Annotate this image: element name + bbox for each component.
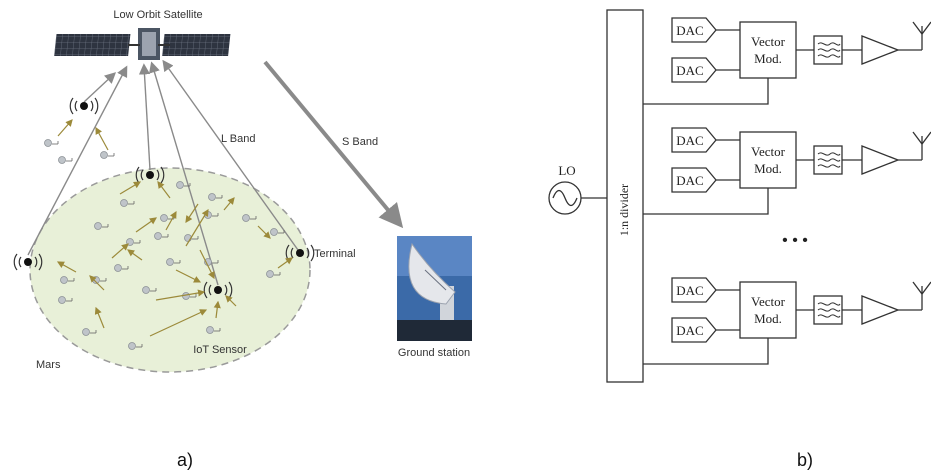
dac-block: DAC <box>672 128 716 152</box>
dac-block: DAC <box>672 318 716 342</box>
vector-mod-label: Mod. <box>754 161 782 176</box>
antenna-icon <box>913 22 931 50</box>
panel-a-caption: a) <box>177 450 193 470</box>
amplifier-icon <box>862 36 898 64</box>
terminal-icon <box>70 98 98 114</box>
vector-mod-label: Mod. <box>754 311 782 326</box>
dac-label: DAC <box>676 63 703 78</box>
iot-sensor-label: IoT Sensor <box>193 344 247 356</box>
panel-b: 1:n divider LO DACDACVectorMod.DACDACVec… <box>549 10 931 470</box>
s-band-label: S Band <box>342 136 378 148</box>
dac-label: DAC <box>676 283 703 298</box>
satellite-label: Low Orbit Satellite <box>113 9 202 21</box>
filter-icon <box>814 296 842 324</box>
filter-icon <box>814 146 842 174</box>
dac-label: DAC <box>676 323 703 338</box>
divider-label: 1:n divider <box>617 184 631 236</box>
dac-block: DAC <box>672 168 716 192</box>
iot-sensor-icon <box>59 157 73 164</box>
ground-station-image <box>397 236 472 341</box>
dac-label: DAC <box>676 173 703 188</box>
ellipsis-dots: • • • <box>782 232 808 249</box>
filter-icon <box>814 36 842 64</box>
iot-sensor-icon <box>45 140 59 147</box>
satellite-icon <box>54 28 230 60</box>
terminal-label: Terminal <box>314 248 356 260</box>
panel-a: Low Orbit Satellite S Band L Band <box>14 9 472 470</box>
l-band-label: L Band <box>221 133 255 145</box>
dac-block: DAC <box>672 58 716 82</box>
sensor-link-arrow <box>58 120 72 136</box>
lo-label: LO <box>558 163 575 178</box>
antenna-icon <box>913 132 931 160</box>
panel-b-caption: b) <box>797 450 813 470</box>
rf-chains: DACDACVectorMod.DACDACVectorMod.DACDACVe… <box>643 18 931 364</box>
vector-mod-label: Vector <box>751 144 786 159</box>
sensor-link-arrow <box>96 128 108 150</box>
amplifier-icon <box>862 146 898 174</box>
vector-mod-label: Vector <box>751 34 786 49</box>
vector-mod-label: Mod. <box>754 51 782 66</box>
dac-label: DAC <box>676 23 703 38</box>
mars-label: Mars <box>36 359 61 371</box>
dac-label: DAC <box>676 133 703 148</box>
iot-sensor-icon <box>101 152 115 159</box>
dac-block: DAC <box>672 18 716 42</box>
dac-block: DAC <box>672 278 716 302</box>
vector-mod-label: Vector <box>751 294 786 309</box>
amplifier-icon <box>862 296 898 324</box>
antenna-icon <box>913 282 931 310</box>
ground-station-label: Ground station <box>398 347 470 359</box>
